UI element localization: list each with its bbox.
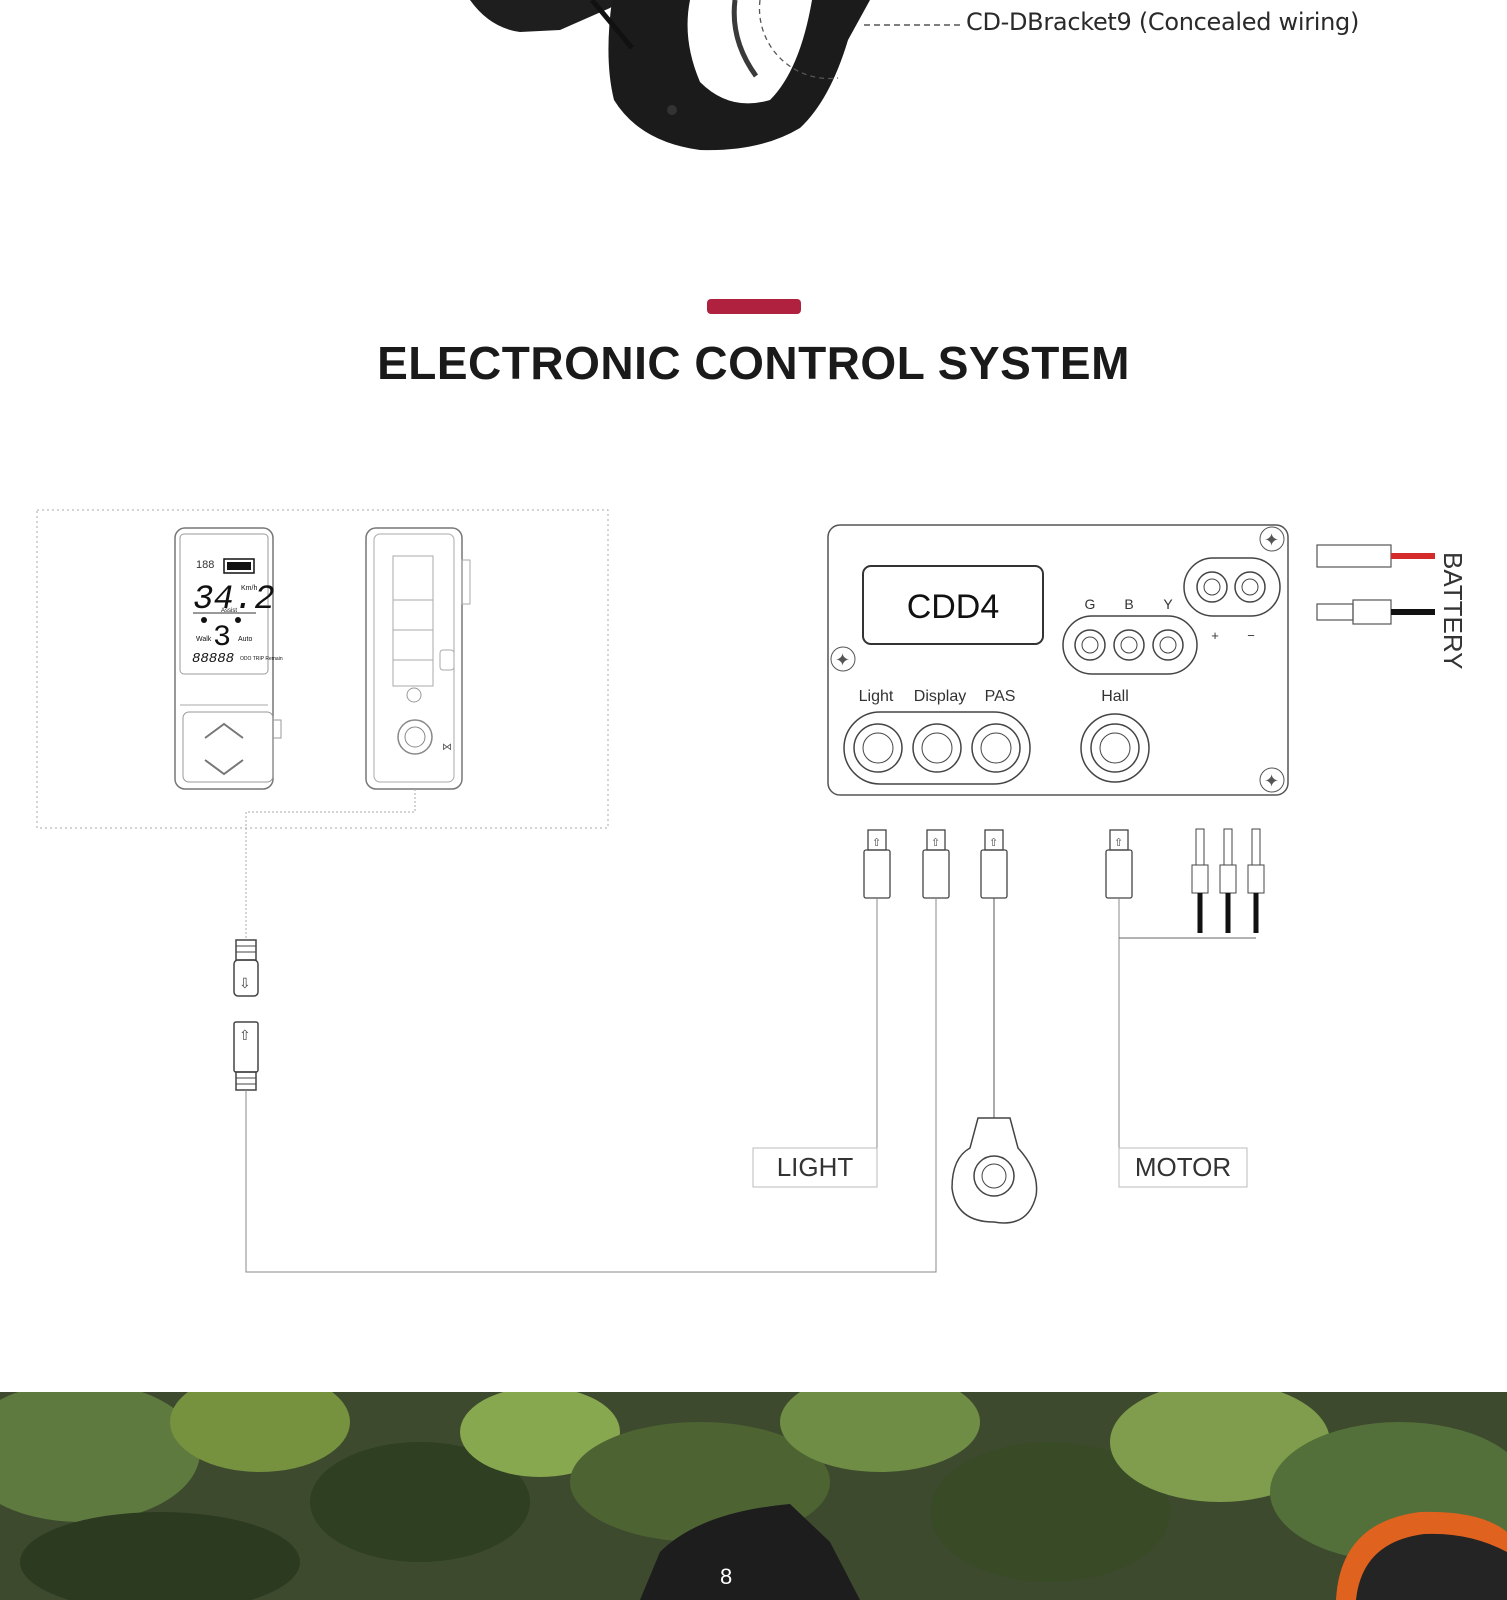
motor-phase-plugs xyxy=(1191,828,1265,933)
section-title: ELECTRONIC CONTROL SYSTEM xyxy=(377,337,1130,389)
display-speed-unit: Km/h xyxy=(241,585,257,592)
display-auto-label: Auto xyxy=(238,636,253,643)
display-frame xyxy=(36,509,609,829)
light-port-icon xyxy=(853,723,903,773)
hall-wire-label-g: G xyxy=(1085,596,1096,612)
wiring-diagram: 188 34.2 Km/h Assist Walk 3 Auto 88888 O… xyxy=(36,0,1468,1273)
controller-model-label: CDD4 xyxy=(907,588,1000,626)
light-label-box: LIGHT xyxy=(752,1147,878,1188)
port-label-light: Light xyxy=(859,688,894,705)
connector-up-arrow-icon: ⇧ xyxy=(239,1027,251,1043)
svg-text:✦: ✦ xyxy=(835,650,850,670)
hall-port-icon xyxy=(1080,713,1150,783)
product-photo: 8 xyxy=(0,1392,1507,1600)
display-odo-labels: ODO TRIP Remain xyxy=(240,656,283,662)
svg-text:⋈: ⋈ xyxy=(442,742,452,753)
display-walk-label: Walk xyxy=(196,636,212,643)
display-front: 188 34.2 Km/h Assist Walk 3 Auto 88888 O… xyxy=(174,527,283,790)
display-plug: ⇧ xyxy=(922,829,950,955)
pas-port-icon xyxy=(971,723,1021,773)
bracket-callout-label: CD-DBracket9 (Concealed wiring) xyxy=(966,8,1360,36)
hall-wire-label-y: Y xyxy=(1163,596,1173,612)
bracket-illustration xyxy=(440,0,962,151)
display-odometer: 88888 xyxy=(192,651,234,667)
svg-text:⇧: ⇧ xyxy=(872,837,881,849)
display-assist-level: 3 xyxy=(213,621,231,655)
display-port-icon xyxy=(912,723,962,773)
display-mode-label: Assist xyxy=(221,608,237,614)
battery-negative-label: − xyxy=(1247,628,1255,643)
controller-box: CDD4 ✦ ✦ ✦ G B Y + − Light Display PAS H… xyxy=(827,524,1289,796)
display-connector-port-icon xyxy=(397,719,433,755)
battery-leads xyxy=(1316,544,1435,625)
photo-display-digit: 8 xyxy=(720,1564,732,1589)
hall-plug: ⇧ xyxy=(1105,829,1256,1187)
svg-text:⇧: ⇧ xyxy=(931,837,940,849)
motor-label-box: MOTOR xyxy=(1118,1147,1248,1188)
light-plug: ⇧ xyxy=(863,829,891,1187)
pas-plug: ⇧ xyxy=(980,829,1008,1118)
port-label-display: Display xyxy=(914,688,966,705)
port-label-pas: PAS xyxy=(985,688,1016,705)
up-arrow-button-icon xyxy=(204,722,244,739)
pas-sensor xyxy=(951,1117,1038,1224)
connector-down-arrow-icon: ⇩ xyxy=(239,975,251,991)
battery-label: BATTERY xyxy=(1438,552,1468,670)
section-accent-bar xyxy=(707,299,801,314)
hall-wire-label-b: B xyxy=(1124,596,1133,612)
motor-label: MOTOR xyxy=(1135,1152,1231,1182)
screw-icon: ✦ ✦ ✦ xyxy=(830,526,1285,793)
display-back: ⋈ xyxy=(365,527,471,790)
svg-text:✦: ✦ xyxy=(1264,530,1279,550)
walk-indicator-icon xyxy=(201,617,207,623)
light-label: LIGHT xyxy=(777,1152,854,1182)
port-label-hall: Hall xyxy=(1101,688,1129,705)
svg-text:✦: ✦ xyxy=(1264,771,1279,791)
battery-positive-label: + xyxy=(1211,628,1219,643)
svg-text:⇧: ⇧ xyxy=(989,837,998,849)
svg-text:⇧: ⇧ xyxy=(1114,837,1123,849)
mode-dot-icon xyxy=(235,617,241,623)
down-arrow-button-icon xyxy=(204,759,244,776)
display-top-readout: 188 xyxy=(196,559,214,571)
battery-gauge-icon xyxy=(223,558,255,574)
display-cable: ⇩ ⇧ xyxy=(233,789,937,1273)
